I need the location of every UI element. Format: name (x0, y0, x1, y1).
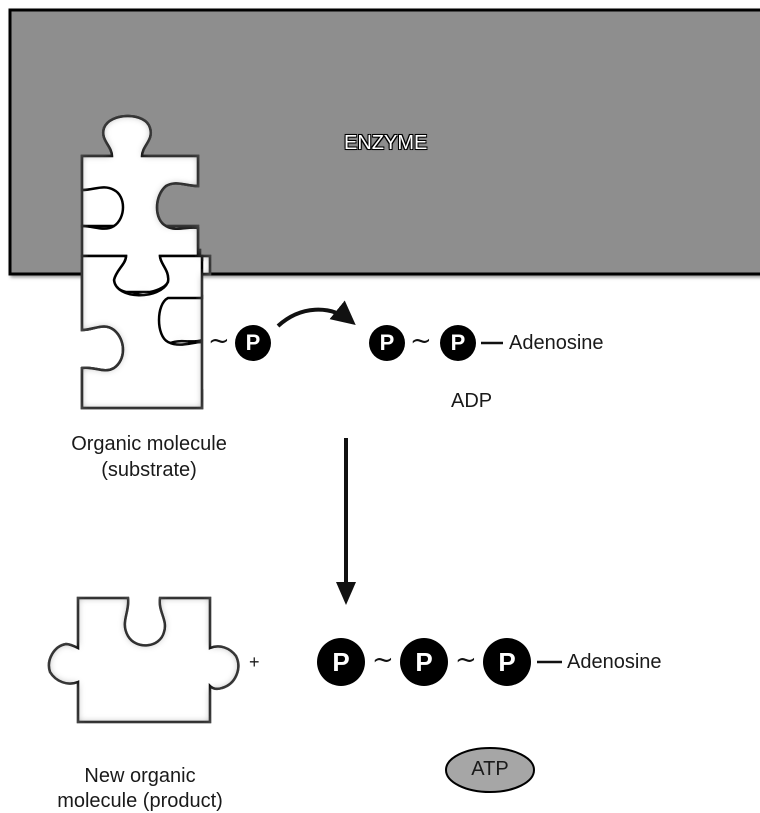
adp-label: ADP (451, 390, 493, 412)
phosphate-label: P (245, 330, 261, 355)
bond-tilde: ~ (208, 326, 230, 356)
plus-sign: + (249, 652, 260, 672)
substrate-label-line1: Organic molecule (71, 433, 227, 455)
bond-tilde: ~ (372, 645, 394, 675)
phosphate-label: P (379, 330, 395, 355)
atp-badge (445, 747, 535, 793)
phosphate-circle (369, 325, 405, 361)
phosphate-circle (483, 638, 531, 686)
phosphate-circle (400, 638, 448, 686)
substrate-label-line2: (substrate) (101, 459, 197, 481)
product-label-line2: molecule (product) (57, 790, 223, 812)
atp-badge-label: ATP (471, 758, 509, 780)
product-label-line1: New organic (84, 765, 196, 787)
phosphate-circle (317, 638, 365, 686)
bond-tilde: ~ (410, 326, 432, 356)
down-arrow-head (336, 582, 356, 605)
phosphate-label: P (415, 647, 433, 677)
enzyme-label: ENZYME (344, 132, 428, 154)
adp-adenosine-label: Adenosine (509, 332, 604, 354)
product-puzzle-piece-icon (47, 596, 240, 724)
phosphate-label: P (498, 647, 516, 677)
phosphate-label: P (450, 330, 466, 355)
atp-adenosine-label: Adenosine (567, 651, 662, 673)
bond-tilde: ~ (455, 645, 477, 675)
curved-arrow-icon (276, 300, 356, 328)
phosphate-circle (235, 325, 271, 361)
phosphate-label: P (332, 647, 350, 677)
phosphate-circle (440, 325, 476, 361)
substrate-puzzle-piece-icon (80, 114, 212, 410)
